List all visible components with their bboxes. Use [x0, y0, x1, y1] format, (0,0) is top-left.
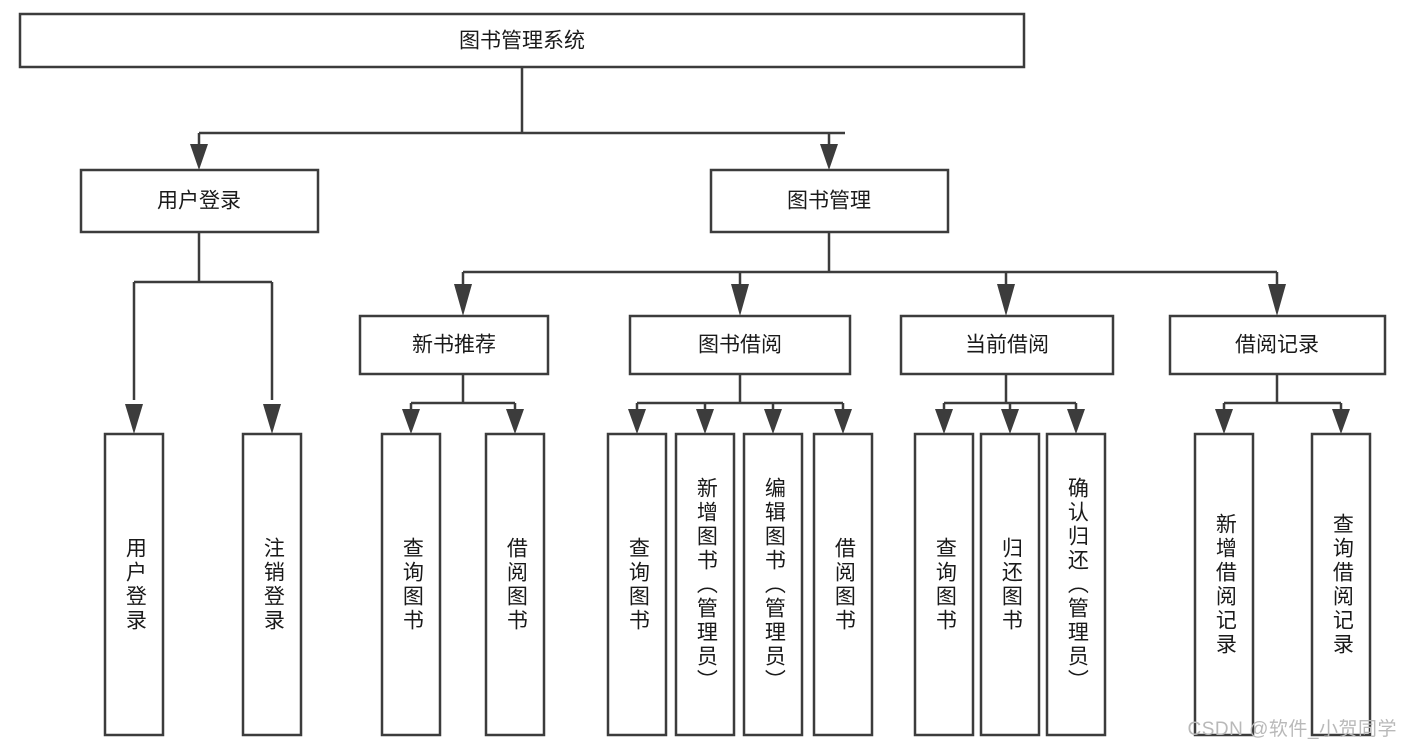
node-box-leaf-add-book-admin[interactable] [674, 432, 736, 737]
connector-current-to-leaves [935, 374, 1085, 434]
node-box-user-login[interactable] [79, 168, 320, 234]
node-box-leaf-edit-book-admin[interactable] [742, 432, 804, 737]
node-box-leaf-user-login[interactable] [103, 432, 165, 737]
node-box-leaf-return-book[interactable] [979, 432, 1041, 737]
connector-userlogin-to-leaves [125, 232, 281, 434]
label-user-login: 用户登录 [157, 190, 241, 213]
node-box-new-book-recommend[interactable] [358, 314, 550, 376]
node-box-leaf-query-book-3[interactable] [913, 432, 975, 737]
node-box-leaf-confirm-return-admin[interactable] [1045, 432, 1107, 737]
node-box-book-management[interactable] [709, 168, 950, 234]
connector-newbook-to-leaves [402, 374, 524, 434]
watermark-text: CSDN @软件_小贺同学 [1187, 719, 1397, 740]
label-book-borrow: 图书借阅 [698, 334, 782, 357]
node-box-leaf-query-borrow-record[interactable] [1310, 432, 1372, 737]
node-box-leaf-borrow-book-1[interactable] [484, 432, 546, 737]
label-root: 图书管理系统 [459, 30, 585, 53]
node-box-leaf-borrow-book-2[interactable] [812, 432, 874, 737]
node-box-leaf-query-book-2[interactable] [606, 432, 668, 737]
label-borrow-record: 借阅记录 [1235, 334, 1319, 357]
node-box-root[interactable] [18, 12, 1026, 69]
node-box-current-borrow[interactable] [899, 314, 1115, 376]
node-box-leaf-add-borrow-record[interactable] [1193, 432, 1255, 737]
node-box-borrow-record[interactable] [1168, 314, 1387, 376]
connector-root-to-level2 [190, 67, 845, 170]
connector-record-to-leaves [1215, 374, 1350, 434]
connector-bookmgmt-to-level3 [454, 232, 1286, 316]
node-box-book-borrow[interactable] [628, 314, 852, 376]
node-box-leaf-logout[interactable] [241, 432, 303, 737]
node-box-leaf-query-book-1[interactable] [380, 432, 442, 737]
label-book-management: 图书管理 [787, 190, 871, 213]
label-current-borrow: 当前借阅 [965, 334, 1049, 357]
connector-borrow-to-leaves [628, 374, 852, 434]
label-new-book-recommend: 新书推荐 [412, 334, 496, 357]
